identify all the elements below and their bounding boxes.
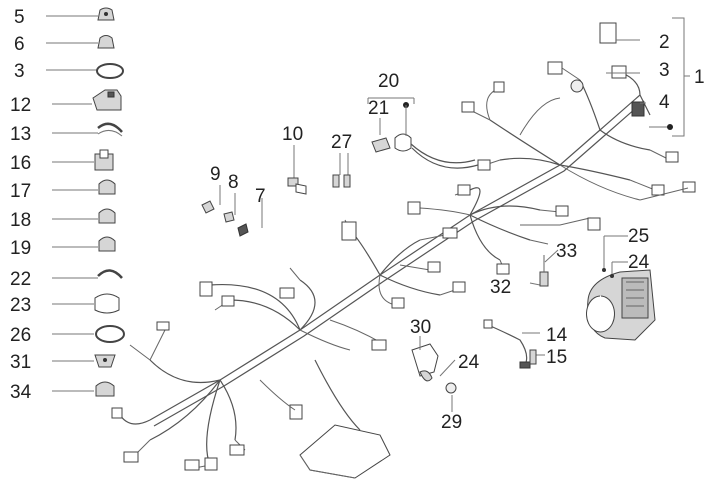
control-unit bbox=[299, 424, 391, 479]
clip-part-34 bbox=[95, 381, 115, 397]
legend-number-12: 12 bbox=[10, 95, 31, 116]
label-30: 30 bbox=[410, 317, 431, 338]
connector-part-12 bbox=[92, 89, 122, 111]
label-21: 21 bbox=[368, 98, 389, 119]
label-1: 1 bbox=[694, 67, 705, 88]
legend-number-3: 3 bbox=[14, 61, 25, 82]
sleeve-part-23 bbox=[94, 293, 120, 314]
ring-part-13 bbox=[97, 122, 123, 137]
label-24-top: 24 bbox=[628, 252, 650, 273]
fuse-box-part-2 bbox=[599, 22, 617, 44]
label-20: 20 bbox=[378, 71, 399, 92]
legend-number-17: 17 bbox=[10, 181, 31, 202]
legend-number-13: 13 bbox=[10, 124, 31, 145]
legend-number-22: 22 bbox=[10, 269, 31, 290]
legend-number-34: 34 bbox=[10, 382, 32, 403]
label-9: 9 bbox=[210, 164, 221, 185]
wiring-harness bbox=[111, 22, 696, 479]
connector-part-21 bbox=[371, 137, 391, 153]
part-number-labels: 1 2 3 4 20 21 10 27 9 8 7 25 24 33 32 30… bbox=[210, 32, 705, 433]
clip-part-17 bbox=[98, 179, 116, 195]
label-7: 7 bbox=[255, 186, 266, 207]
label-15: 15 bbox=[546, 347, 567, 368]
ring-part-3 bbox=[96, 63, 124, 79]
legend-number-6: 6 bbox=[14, 34, 25, 55]
legend-number-5: 5 bbox=[14, 7, 25, 28]
label-2: 2 bbox=[659, 32, 670, 53]
legend-number-18: 18 bbox=[10, 210, 31, 231]
group-bracket-1 bbox=[606, 17, 690, 137]
legend-number-31: 31 bbox=[10, 352, 31, 373]
label-25: 25 bbox=[628, 226, 649, 247]
label-8: 8 bbox=[228, 172, 239, 193]
legend-number-19: 19 bbox=[10, 238, 31, 259]
legend-number-26: 26 bbox=[10, 325, 31, 346]
legend-column: 5 6 3 12 13 16 17 18 19 22 23 26 31 34 bbox=[10, 7, 125, 403]
legend-number-16: 16 bbox=[10, 153, 31, 174]
small-parts-group bbox=[201, 145, 351, 237]
clip-part-18 bbox=[98, 208, 116, 224]
grommet bbox=[570, 79, 584, 93]
clip-part-19 bbox=[98, 236, 116, 252]
label-29: 29 bbox=[441, 412, 462, 433]
relay-part-4 bbox=[631, 101, 645, 117]
clip-part-31 bbox=[94, 354, 116, 368]
label-24-bottom: 24 bbox=[458, 352, 480, 373]
label-32: 32 bbox=[490, 277, 511, 298]
label-27: 27 bbox=[331, 132, 352, 153]
ring-part-22 bbox=[97, 269, 123, 279]
label-3: 3 bbox=[659, 60, 670, 81]
legend-number-23: 23 bbox=[10, 295, 31, 316]
clip-part-6 bbox=[97, 35, 115, 49]
label-33: 33 bbox=[556, 241, 577, 262]
throttle-body-group bbox=[529, 235, 656, 341]
cable-assembly-20 bbox=[367, 97, 479, 169]
clip-part-5 bbox=[97, 7, 115, 21]
bracket-part-16 bbox=[94, 149, 114, 171]
ring-part-26 bbox=[95, 325, 125, 343]
label-14: 14 bbox=[546, 325, 568, 346]
label-10: 10 bbox=[282, 124, 303, 145]
sensor-group bbox=[411, 319, 545, 412]
label-4: 4 bbox=[659, 92, 670, 113]
